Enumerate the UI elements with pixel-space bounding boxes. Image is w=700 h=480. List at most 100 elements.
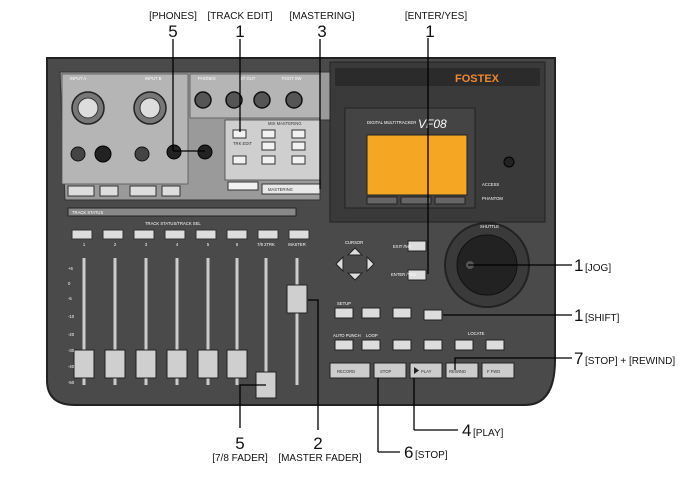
callout-track-edit: [TRACK EDIT] 1 xyxy=(207,11,272,41)
shift-button[interactable] xyxy=(423,309,443,321)
cursor-down[interactable] xyxy=(346,272,364,281)
svg-text:4: 4 xyxy=(462,421,471,440)
svg-text:6: 6 xyxy=(236,242,239,247)
svg-text:-30: -30 xyxy=(68,348,75,353)
svg-text:[PLAY]: [PLAY] xyxy=(473,428,504,439)
enter-yes-label: ENTER /YES xyxy=(391,272,416,277)
track-edit-label: TRK EDIT xyxy=(233,141,253,146)
enter-yes-button[interactable] xyxy=(407,269,427,281)
svg-text:7: 7 xyxy=(574,349,583,368)
record-label: RECORD xyxy=(337,369,355,374)
edit-button-cluster: MIX MASTERING TRK EDIT MASTERING xyxy=(67,119,322,197)
track-status-label: TRACK STATUS xyxy=(72,210,103,215)
cursor-left[interactable] xyxy=(335,255,344,273)
fader-6[interactable] xyxy=(226,349,248,379)
master-fader[interactable] xyxy=(286,284,308,314)
fader-3[interactable] xyxy=(135,349,157,379)
track-status-sel-label: TRACK STATUS/TRACK SEL xyxy=(145,221,201,226)
svg-text:[JOG]: [JOG] xyxy=(585,263,611,274)
svg-text:5: 5 xyxy=(168,22,177,41)
svg-text:[MASTER FADER]: [MASTER FADER] xyxy=(278,453,362,464)
cursor-up[interactable] xyxy=(346,247,364,256)
rewind-button[interactable] xyxy=(445,362,479,379)
callout-jog: 1 [JOG] xyxy=(574,256,611,275)
channel-labels: 1 2 3 4 5 6 7/8 2TRK MASTER xyxy=(83,242,306,247)
svg-text:1: 1 xyxy=(425,22,434,41)
callout-play: 4 [PLAY] xyxy=(462,421,504,440)
svg-text:[STOP] + [REWIND]: [STOP] + [REWIND] xyxy=(585,356,675,367)
trim-knob-b[interactable] xyxy=(166,144,182,160)
phones-jack xyxy=(194,91,212,109)
stop-label: STOP xyxy=(380,369,392,374)
mix-mastering-label: MIX MASTERING xyxy=(268,121,302,126)
st-out-label: ST OUT xyxy=(240,76,256,81)
phantom-label: PHANTOM xyxy=(482,196,503,201)
svg-text:[PHONES]: [PHONES] xyxy=(149,11,197,22)
fader-4[interactable] xyxy=(166,349,188,379)
f-fwd-button[interactable] xyxy=(481,362,515,379)
fader-1[interactable] xyxy=(73,349,95,379)
exit-no-button[interactable] xyxy=(407,240,427,252)
callout-stop-rewind: 7 [STOP] + [REWIND] xyxy=(574,349,675,368)
rewind-label: REWIND xyxy=(449,369,466,374)
foot-sw-jack xyxy=(285,91,303,109)
svg-text:2: 2 xyxy=(114,242,117,247)
phones-level-knob[interactable] xyxy=(197,144,213,160)
fader-2[interactable] xyxy=(104,349,126,379)
locate-label: LOCATE xyxy=(468,331,485,336)
input-connectors xyxy=(70,91,303,163)
svg-text:7/8 2TRK: 7/8 2TRK xyxy=(257,242,275,247)
panel-labels: INPUT A INPUT B PHONES ST OUT FOOT SW xyxy=(70,76,302,81)
svg-text:[MASTERING]: [MASTERING] xyxy=(289,11,354,22)
fader-section: +6 0 -5 -10 -20 -30 -40 -50 xyxy=(68,258,308,399)
f-fwd-label: F FWD xyxy=(487,369,500,374)
callout-stop: 6 [STOP] xyxy=(404,443,448,462)
callout-enter-yes: [ENTER/YES] 1 xyxy=(405,11,467,41)
callout-phones: [PHONES] 5 xyxy=(149,11,197,41)
display-area: FOSTEX DIGITAL MULTITRACKER VF08 ACCESS … xyxy=(344,73,515,209)
fader-5[interactable] xyxy=(197,349,219,379)
input-a-label: INPUT A xyxy=(70,76,86,81)
setup-label: SETUP xyxy=(337,301,351,306)
play-label: PLAY xyxy=(421,369,432,374)
access-label: ACCESS xyxy=(482,182,499,187)
shuttle-label: SHUTTLE xyxy=(480,224,499,229)
cursor-right[interactable] xyxy=(366,255,375,273)
trim-knob-a[interactable] xyxy=(94,145,112,163)
callout-7-8-fader: 5 [7/8 FADER] xyxy=(212,434,268,464)
stop-button[interactable] xyxy=(373,362,407,379)
svg-text:-40: -40 xyxy=(68,364,75,369)
svg-text:0: 0 xyxy=(68,281,71,286)
svg-text:1: 1 xyxy=(235,22,244,41)
svg-text:2: 2 xyxy=(313,434,322,453)
callout-leaders xyxy=(172,38,572,453)
foot-sw-label: FOOT SW xyxy=(282,76,302,81)
input-b-label: INPUT B xyxy=(145,76,162,81)
svg-text:6: 6 xyxy=(404,443,413,462)
auto-punch-label: AUTO PUNCH xyxy=(333,333,361,338)
svg-text:[ENTER/YES]: [ENTER/YES] xyxy=(405,11,467,22)
svg-text:MASTER: MASTER xyxy=(288,242,305,247)
callout-mastering: [MASTERING] 3 xyxy=(289,11,354,41)
svg-text:+6: +6 xyxy=(68,266,73,271)
svg-text:3: 3 xyxy=(145,242,148,247)
svg-text:5: 5 xyxy=(207,242,210,247)
callout-master-fader: 2 [MASTER FADER] xyxy=(278,434,362,464)
svg-text:-20: -20 xyxy=(68,332,75,337)
mastering-label: MASTERING xyxy=(268,187,293,192)
f2-key[interactable] xyxy=(400,196,432,205)
loop-label: LOOP xyxy=(366,333,378,338)
f1-key[interactable] xyxy=(366,196,398,205)
model-caption: DIGITAL MULTITRACKER xyxy=(367,120,416,125)
svg-text:[SHIFT]: [SHIFT] xyxy=(585,313,620,324)
svg-text:-5: -5 xyxy=(68,296,72,301)
svg-text:1: 1 xyxy=(83,242,86,247)
f3-key[interactable] xyxy=(434,196,466,205)
phones-label: PHONES xyxy=(198,76,216,81)
cursor-label: CURSOR xyxy=(345,240,363,245)
record-button[interactable] xyxy=(329,362,371,379)
svg-text:[TRACK EDIT]: [TRACK EDIT] xyxy=(207,11,272,22)
svg-text:-50: -50 xyxy=(68,380,75,385)
play-button[interactable] xyxy=(409,362,443,379)
